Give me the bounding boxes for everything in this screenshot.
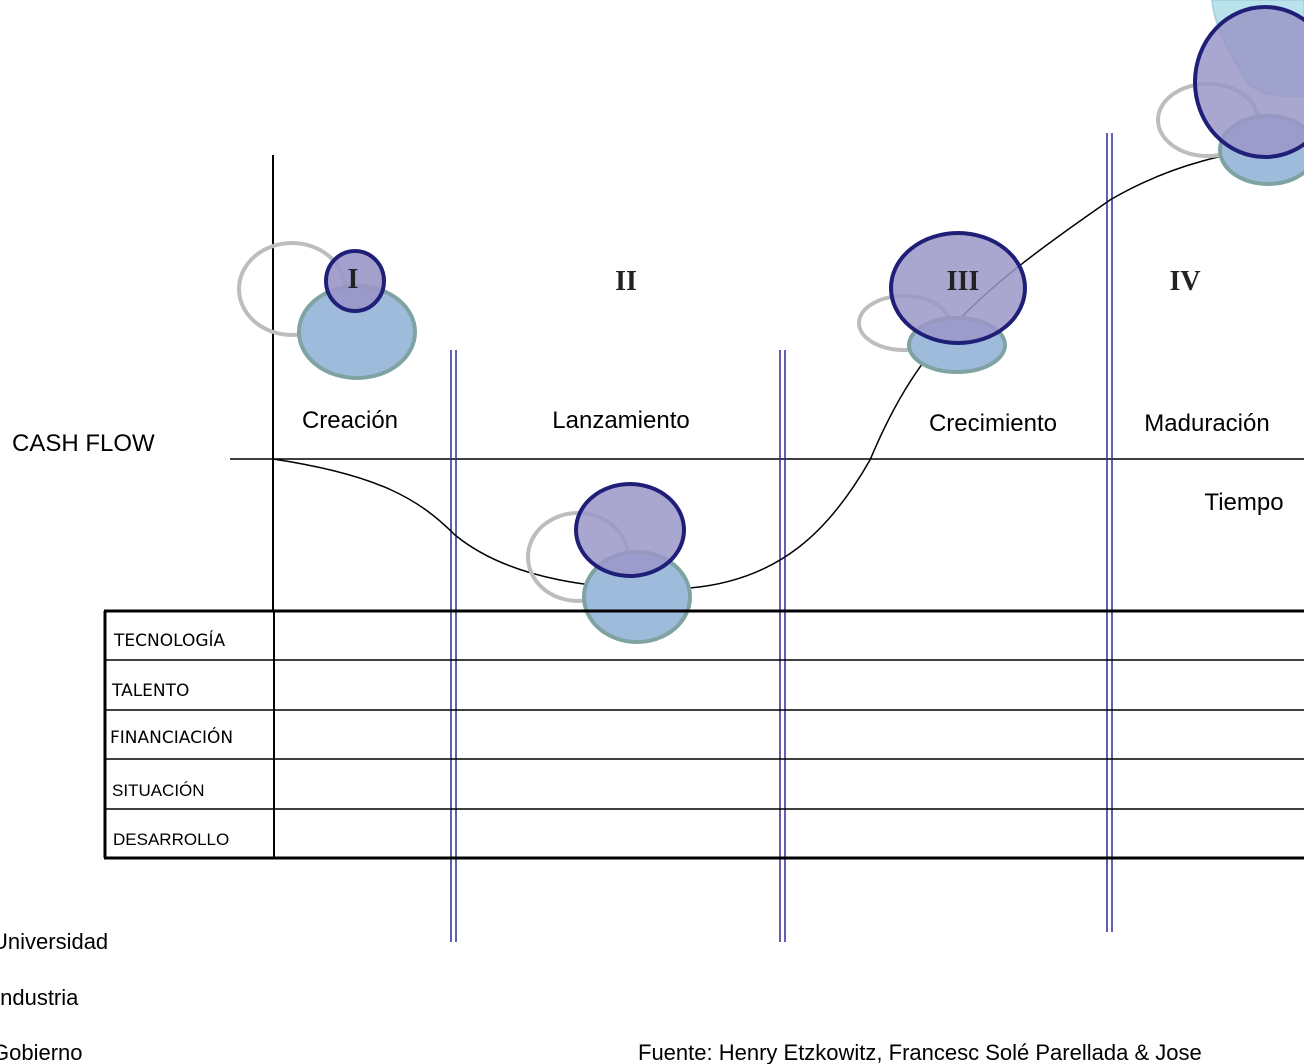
gobierno-circle bbox=[574, 482, 686, 578]
cash-flow-curve bbox=[272, 144, 1304, 590]
source-note: Fuente: Henry Etzkowitz, Francesc Solé P… bbox=[638, 1040, 1202, 1064]
y-axis-label: CASH FLOW bbox=[12, 430, 155, 457]
stage-3-helix bbox=[857, 231, 1027, 374]
gobierno-circle bbox=[889, 231, 1027, 345]
factors-table bbox=[103, 609, 1304, 860]
legend-universidad: Universidad bbox=[0, 929, 108, 954]
x-axis-label: Tiempo bbox=[1204, 489, 1283, 516]
row-label-situacion: SITUACIÓN bbox=[112, 781, 205, 800]
stage-divider-1 bbox=[450, 350, 457, 942]
stage-3-name: Crecimiento bbox=[929, 410, 1057, 437]
gobierno-circle bbox=[1193, 5, 1304, 159]
legend-gobierno: Gobierno bbox=[0, 1040, 83, 1064]
row-label-financiacion: FINANCIACIÓN bbox=[110, 726, 233, 748]
stage-4-name: Maduración bbox=[1144, 410, 1269, 437]
stage-2-numeral: II bbox=[615, 266, 637, 297]
stage-3-numeral: III bbox=[947, 266, 980, 297]
legend-industria: Industria bbox=[0, 985, 79, 1010]
stage-divider-2 bbox=[779, 350, 786, 942]
stage-4-helix bbox=[1156, 5, 1304, 186]
row-label-tecnologia: TECNOLOGÍA bbox=[113, 629, 226, 651]
row-label-desarrollo: DESARROLLO bbox=[113, 830, 229, 849]
stage-2-name: Lanzamiento bbox=[552, 407, 689, 434]
stage-divider-3 bbox=[1106, 133, 1113, 932]
gobierno-circle bbox=[324, 249, 386, 313]
stage-1-numeral: I bbox=[348, 264, 359, 295]
stage-4-numeral: IV bbox=[1169, 266, 1200, 297]
stage-2-helix bbox=[526, 482, 692, 644]
row-label-talento: TALENTO bbox=[111, 681, 189, 701]
stage-1-name: Creación bbox=[302, 407, 398, 434]
stage-1-helix bbox=[237, 241, 417, 380]
